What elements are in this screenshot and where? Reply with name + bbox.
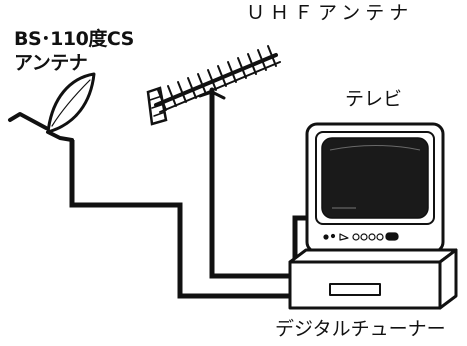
- bs-cs-antenna-label: BS･110度CS アンテナ: [14, 28, 134, 76]
- dish-mount: [46, 130, 74, 142]
- bs-cs-antenna-label-line1: BS･110度CS: [14, 28, 134, 50]
- tv-label: テレビ: [345, 88, 403, 110]
- television: [305, 122, 445, 259]
- digital-tuner-label: デジタルチューナー: [275, 318, 446, 340]
- tv-controls: [323, 232, 399, 241]
- cables: [69, 110, 311, 299]
- bs-antenna-cable: [69, 140, 292, 299]
- bs-cs-dish-antenna: [8, 72, 96, 142]
- tuner-slot: [329, 283, 381, 296]
- bs-cs-antenna-label-line2: アンテナ: [14, 51, 88, 74]
- dish-feed-arm: [8, 112, 48, 130]
- uhf-antenna-label: ＵＨＦアンテナ: [246, 2, 414, 24]
- uhf-reflector: [146, 86, 168, 126]
- digital-tuner: [288, 248, 458, 310]
- uhf-yagi-antenna: [146, 45, 281, 126]
- uhf-antenna-cable: [209, 110, 292, 279]
- tv-screen: [321, 137, 429, 219]
